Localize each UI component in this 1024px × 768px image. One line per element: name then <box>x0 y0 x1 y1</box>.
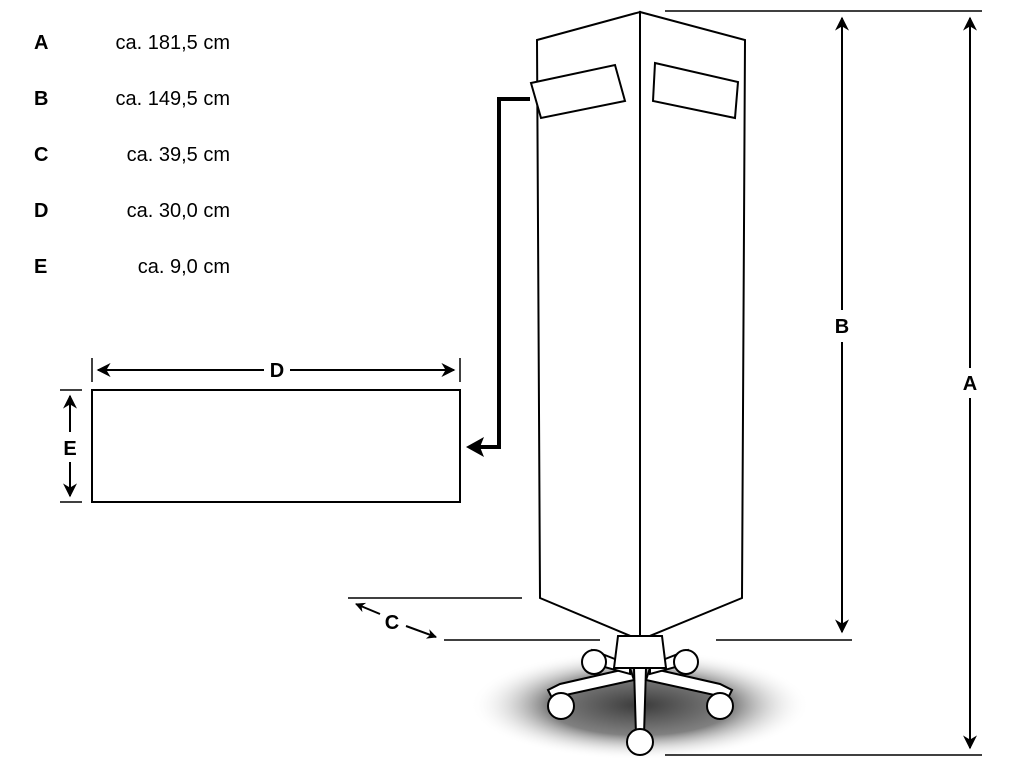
legend-value: ca. 30,0 cm <box>126 200 230 222</box>
label-detail-box <box>91 389 461 503</box>
legend-value: ca. 39,5 cm <box>126 144 230 166</box>
legend-value: ca. 9,0 cm <box>137 256 230 278</box>
label-holder-right <box>651 61 740 120</box>
legend-value: ca. 181,5 cm <box>115 32 230 54</box>
legend-row-c: C ca. 39,5 cm <box>34 144 234 172</box>
legend-value: ca. 149,5 cm <box>115 88 230 110</box>
legend-key: C <box>34 144 49 166</box>
dimension-label-e: E <box>63 438 76 460</box>
tower-right-face <box>639 10 747 642</box>
dimension-label-a: A <box>963 373 977 395</box>
legend-row-b: B ca. 149,5 cm <box>34 88 234 116</box>
dimension-c: C <box>348 597 600 641</box>
legend-row-d: D ca. 30,0 cm <box>34 200 234 228</box>
dimension-label-c: C <box>385 612 399 634</box>
caster-wheel <box>626 728 654 756</box>
legend-row-a: A ca. 181,5 cm <box>34 32 234 60</box>
legend-key: D <box>34 200 49 222</box>
caster-wheel <box>673 649 699 675</box>
dimension-label-b: B <box>835 316 849 338</box>
dimension-a: A <box>665 16 982 756</box>
legend-key: E <box>34 256 48 278</box>
legend-row-e: E ca. 9,0 cm <box>34 256 234 284</box>
caster-wheel <box>706 692 734 720</box>
pointer-line <box>472 97 530 449</box>
dimension-b: B <box>665 10 982 641</box>
legend-key: B <box>34 88 49 110</box>
rolling-base <box>546 635 734 756</box>
label-holder-left <box>529 63 627 120</box>
legend-key: A <box>34 32 49 54</box>
caster-wheel <box>581 649 607 675</box>
pointer-arrow <box>466 437 484 457</box>
dimension-d: D <box>91 358 461 382</box>
dimension-e: E <box>60 389 82 503</box>
dimension-label-d: D <box>270 360 284 382</box>
caster-wheel <box>547 692 575 720</box>
